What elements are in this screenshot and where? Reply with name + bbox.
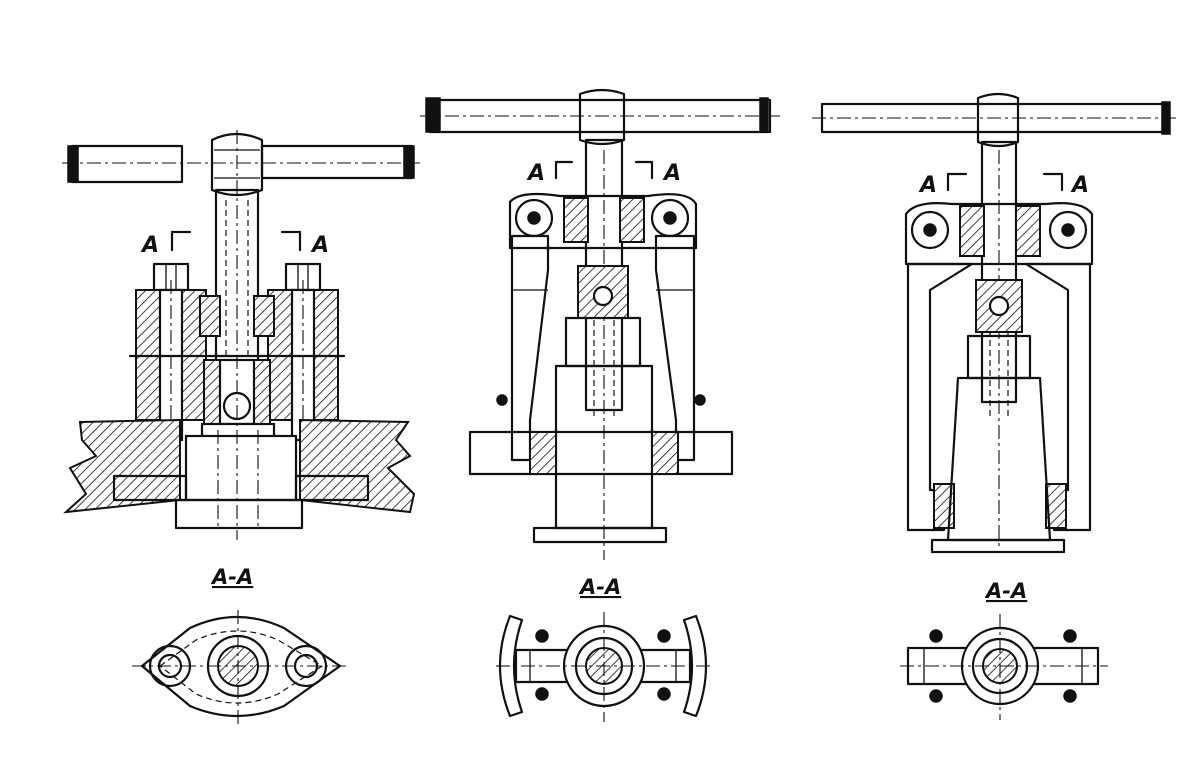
- puller-3-workpiece: [930, 376, 1066, 554]
- puller-3-section-title: A-A: [984, 579, 1027, 603]
- puller-2-section-title: A-A: [578, 575, 621, 599]
- puller-3-jaws: [906, 262, 1092, 532]
- puller-2-cut-label-right: A: [662, 161, 681, 186]
- puller-2-handle: [420, 88, 780, 146]
- puller-3-handle: [812, 92, 1176, 148]
- puller-3-crosshead: [904, 202, 1094, 266]
- puller-1-cut-markers: A A: [140, 230, 329, 258]
- puller-1-cut-label-left: A: [140, 233, 159, 258]
- puller-1-section: A-A: [132, 565, 348, 724]
- puller-3-nut: [966, 279, 1032, 380]
- puller-2-crosshead: [508, 192, 698, 250]
- puller-1-elevation: A A: [62, 130, 420, 540]
- puller-3-cut-markers: A A: [918, 172, 1089, 198]
- puller-2-workpiece: [468, 364, 734, 544]
- puller-1-handle: [62, 132, 420, 197]
- puller-3-cut-label-left: A: [918, 173, 937, 198]
- puller-2-nut: [564, 265, 642, 368]
- puller-2-elevation: A A: [420, 88, 780, 560]
- puller-2-screw: [584, 138, 624, 560]
- puller-3-cut-label-right: A: [1070, 173, 1089, 198]
- puller-1-section-title: A-A: [210, 565, 253, 589]
- puller-3-section: A-A: [900, 579, 1108, 720]
- puller-1-pulley: [63, 130, 416, 540]
- puller-2-section: A-A: [496, 575, 712, 722]
- puller-1-cut-label-right: A: [310, 233, 329, 258]
- puller-1-body: [128, 280, 346, 470]
- puller-3-elevation: A A: [812, 92, 1176, 554]
- puller-2-cut-label-left: A: [526, 161, 545, 186]
- puller-3-screw: [980, 140, 1018, 548]
- puller-2-cut-markers: A A: [526, 160, 681, 186]
